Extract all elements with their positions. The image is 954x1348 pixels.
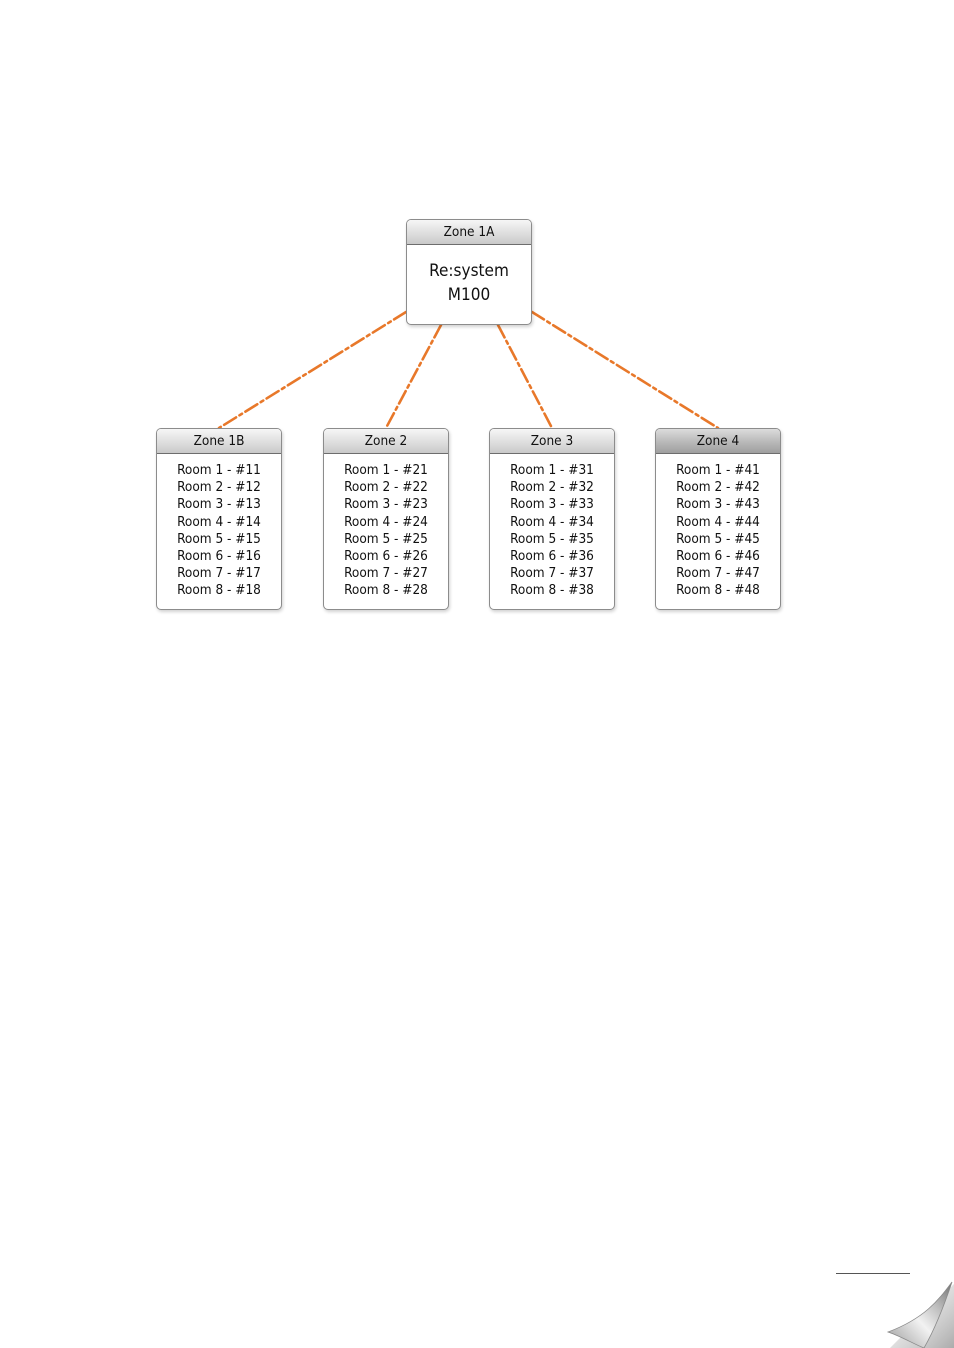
zone-header: Zone 1B: [157, 429, 281, 454]
room-item: Room 7 - #37: [510, 565, 594, 582]
room-item: Room 8 - #48: [676, 582, 760, 599]
room-item: Room 1 - #21: [344, 462, 428, 478]
room-item: Room 2 - #12: [177, 479, 261, 496]
hub-title: Re:system: [429, 261, 509, 281]
zone-node-4: Zone 4 Room 1 - #41 Room 2 - #42 Room 3 …: [655, 428, 781, 610]
zone-node-3: Zone 3 Room 1 - #31 Room 2 - #32 Room 3 …: [489, 428, 615, 610]
room-item: Room 5 - #25: [344, 530, 428, 547]
room-item: Room 5 - #45: [676, 530, 760, 547]
room-item: Room 4 - #14: [177, 513, 261, 530]
zone-header: Zone 3: [490, 429, 614, 454]
room-list: Room 1 - #41 Room 2 - #42 Room 3 - #43 R…: [656, 454, 780, 600]
room-item: Room 4 - #44: [676, 513, 760, 530]
zone-node-2: Zone 2 Room 1 - #21 Room 2 - #22 Room 3 …: [323, 428, 449, 610]
connector-lines: [217, 310, 720, 430]
room-list: Room 1 - #31 Room 2 - #32 Room 3 - #33 R…: [490, 454, 614, 600]
room-item: Room 2 - #42: [676, 479, 760, 496]
zone-header: Zone 2: [324, 429, 448, 454]
hub-header: Zone 1A: [407, 220, 531, 245]
room-item: Room 6 - #36: [510, 547, 594, 564]
hub-body: Re:system M100: [407, 245, 531, 307]
room-item: Room 1 - #11: [177, 462, 261, 478]
room-item: Room 8 - #38: [510, 582, 594, 599]
room-item: Room 4 - #24: [344, 513, 428, 530]
room-item: Room 5 - #15: [177, 530, 261, 547]
footer-rule: [836, 1273, 910, 1274]
room-item: Room 3 - #13: [177, 496, 261, 513]
room-item: Room 2 - #22: [344, 479, 428, 496]
room-item: Room 5 - #35: [510, 530, 594, 547]
room-item: Room 3 - #33: [510, 496, 594, 513]
room-item: Room 8 - #28: [344, 582, 428, 599]
zone-node-1b: Zone 1B Room 1 - #11 Room 2 - #12 Room 3…: [156, 428, 282, 610]
room-list: Room 1 - #21 Room 2 - #22 Room 3 - #23 R…: [324, 454, 448, 600]
room-item: Room 3 - #23: [344, 496, 428, 513]
room-item: Room 8 - #18: [177, 582, 261, 599]
connector-hub-zone-4: [530, 310, 720, 430]
zone-header: Zone 4: [656, 429, 780, 454]
room-item: Room 2 - #32: [510, 479, 594, 496]
room-item: Room 1 - #41: [676, 462, 760, 478]
room-item: Room 7 - #27: [344, 565, 428, 582]
room-item: Room 6 - #26: [344, 547, 428, 564]
room-item: Room 1 - #31: [510, 462, 594, 478]
connector-hub-zone-2: [384, 323, 443, 430]
room-item: Room 7 - #17: [177, 565, 261, 582]
page-curl-icon: [886, 1281, 954, 1348]
room-item: Room 4 - #34: [510, 513, 594, 530]
room-item: Room 3 - #43: [676, 496, 760, 513]
hub-model: M100: [447, 285, 491, 305]
room-item: Room 6 - #46: [676, 547, 760, 564]
hub-node-zone-1a: Zone 1A Re:system M100: [406, 219, 532, 325]
room-item: Room 6 - #16: [177, 547, 261, 564]
room-item: Room 7 - #47: [676, 565, 760, 582]
connector-hub-zone-3: [496, 323, 554, 430]
connector-hub-zone-1b: [217, 310, 408, 430]
room-list: Room 1 - #11 Room 2 - #12 Room 3 - #13 R…: [157, 454, 281, 600]
